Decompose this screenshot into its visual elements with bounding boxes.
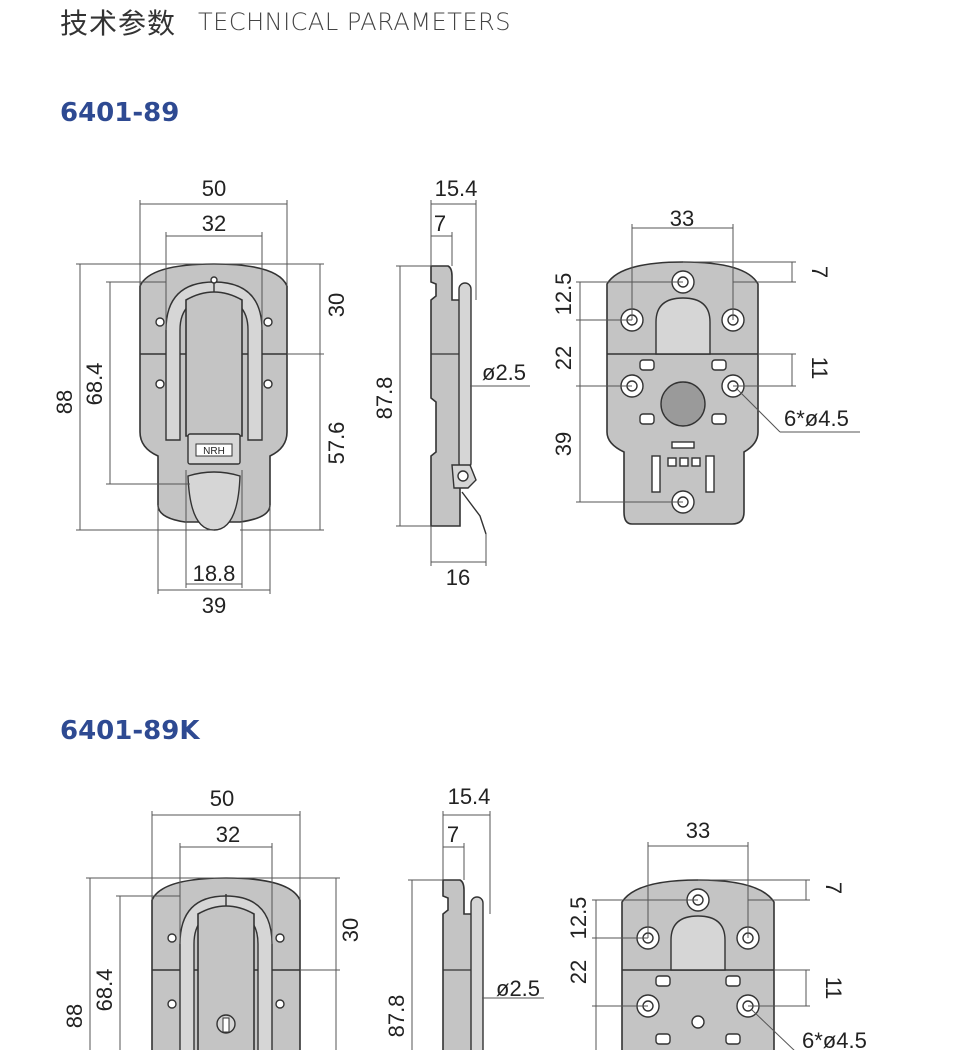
dim-side-depth: 16 xyxy=(446,565,470,590)
section-header: 技术参数 TECHNICAL PARAMETERS xyxy=(60,0,511,44)
dim-side-dia: ø2.5 xyxy=(482,360,526,385)
dim-front-height-k: 88 xyxy=(62,1004,87,1028)
dim-front-h2: 68.4 xyxy=(82,363,107,406)
dim-back-top: 7 xyxy=(807,266,832,278)
front-view: NRH 50 32 88 68.4 30 xyxy=(52,176,349,618)
dim-back-holes: 6*ø4.5 xyxy=(784,406,849,431)
dim-back-h2-k: 22 xyxy=(566,960,591,984)
dim-back-gap: 11 xyxy=(807,357,832,380)
side-view: 15.4 7 87.8 ø2.5 16 xyxy=(372,176,530,590)
dim-front-h2-k: 68.4 xyxy=(92,969,117,1012)
back-view-k: 33 7 12.5 22 11 6*ø4.5 xyxy=(566,818,867,1050)
header-title-cn: 技术参数 xyxy=(60,7,177,40)
side-view-k: 15.4 7 87.8 ø2.5 xyxy=(384,784,544,1050)
dim-back-span: 33 xyxy=(670,206,694,231)
dim-front-w1: 18.8 xyxy=(193,561,236,586)
side-body-k xyxy=(442,879,473,1050)
dim-back-h1: 12.5 xyxy=(551,273,576,316)
dim-side-w1-k: 7 xyxy=(447,822,459,847)
model-label-2: 6401-89K xyxy=(60,716,200,746)
back-view: 33 7 12.5 22 39 11 6*ø4.5 xyxy=(551,206,860,525)
dim-back-holes-k: 6*ø4.5 xyxy=(802,1028,867,1050)
dim-front-width-k: 50 xyxy=(210,786,234,811)
dim-front-inner: 32 xyxy=(202,211,226,236)
dim-back-h2: 22 xyxy=(551,346,576,370)
dim-front-inner-k: 32 xyxy=(216,822,240,847)
dim-side-height: 87.8 xyxy=(372,377,397,420)
dim-side-dia-k: ø2.5 xyxy=(496,976,540,1001)
front-view-k: 50 32 88 68.4 30 xyxy=(62,786,363,1050)
logo-text: NRH xyxy=(203,446,225,457)
header-title-en: TECHNICAL PARAMETERS xyxy=(198,8,511,36)
dim-back-h3: 39 xyxy=(551,432,576,456)
dim-front-width: 50 xyxy=(202,176,226,201)
dim-front-bottom: 57.6 xyxy=(324,422,349,465)
dim-front-height: 88 xyxy=(52,390,77,414)
dim-back-gap-k: 11 xyxy=(821,977,846,1000)
dim-side-width: 15.4 xyxy=(435,176,478,201)
technical-drawing-2: 50 32 88 68.4 30 15.4 7 87.8 ø2.5 xyxy=(62,784,867,1050)
dim-front-top-k: 30 xyxy=(338,918,363,942)
dim-side-height-k: 87.8 xyxy=(384,995,409,1038)
dim-back-h1-k: 12.5 xyxy=(566,897,591,940)
technical-drawing-1: NRH 50 32 88 68.4 30 xyxy=(52,176,860,618)
dim-front-top: 30 xyxy=(324,293,349,317)
dim-back-span-k: 33 xyxy=(686,818,710,843)
side-body xyxy=(430,265,461,527)
dim-side-w1: 7 xyxy=(434,211,446,236)
dim-front-w2: 39 xyxy=(202,593,226,618)
dim-side-width-k: 15.4 xyxy=(448,784,491,809)
model-label-1: 6401-89 xyxy=(60,98,180,128)
dim-back-top-k: 7 xyxy=(821,882,846,894)
